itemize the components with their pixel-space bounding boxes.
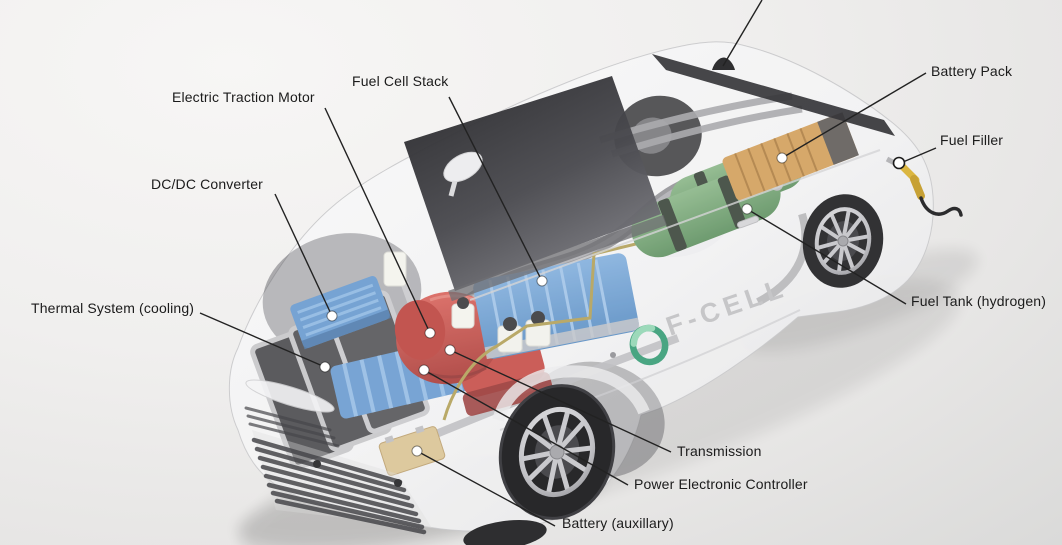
antenna-fin: [712, 57, 735, 70]
marker-transmission: [444, 344, 456, 356]
leader-dcdc-converter: [274, 193, 333, 317]
leader-fuel-cell-stack: [448, 96, 543, 282]
leader-transmission: [449, 349, 672, 453]
cowl-strip: [448, 214, 667, 302]
label-dcdc-converter: DC/DC Converter: [151, 176, 263, 192]
label-battery-pack: Battery Pack: [931, 63, 1013, 79]
marker-electric-traction-motor: [424, 327, 436, 339]
marker-battery-pack: [776, 152, 788, 164]
mirror-stem: [448, 180, 458, 197]
leader-battery-auxiliary: [416, 450, 556, 527]
fuel-hose: [919, 196, 963, 217]
beltline-crease: [469, 149, 881, 301]
leader-fuel-tank: [746, 208, 907, 305]
leader-fuel-filler: [902, 147, 937, 163]
rear-wheel: [802, 194, 884, 288]
leader-battery-pack: [781, 72, 927, 159]
front-fender-lip: [492, 365, 650, 423]
bumper-sensor-dot-2: [394, 479, 402, 487]
label-transmission: Transmission: [677, 443, 762, 459]
marker-power-electronic-controller: [418, 364, 430, 376]
label-fuel-filler: Fuel Filler: [940, 132, 1004, 148]
upper-grille: [244, 406, 340, 448]
marker-thermal-system: [319, 361, 331, 373]
roof-glass-band: [652, 54, 895, 136]
label-fuel-cell-stack: Fuel Cell Stack: [352, 73, 449, 89]
marker-dcdc-converter: [326, 310, 338, 322]
label-fuel-tank: Fuel Tank (hydrogen): [911, 293, 1047, 309]
door-handle: [736, 215, 760, 229]
label-thermal-system: Thermal System (cooling): [31, 300, 195, 316]
label-power-electronic-controller: Power Electronic Controller: [634, 476, 808, 492]
marker-fuel-cell-stack: [536, 275, 548, 287]
leader-thermal-system: [199, 312, 326, 368]
windshield: [404, 76, 661, 291]
leader-antenna: [722, 0, 763, 67]
bumper-sensor-dot-1: [313, 460, 321, 468]
label-electric-traction-motor: Electric Traction Motor: [172, 89, 315, 105]
headlight: [245, 379, 335, 413]
front-grille: [251, 430, 432, 535]
marker-fuel-tank: [741, 203, 753, 215]
fog-scoop: [463, 519, 547, 545]
marker-dots: [319, 152, 906, 457]
marker-fuel-filler: [892, 156, 906, 170]
side-mirror: [443, 151, 483, 183]
label-battery-auxiliary: Battery (auxillary): [562, 515, 674, 531]
leader-electric-traction-motor: [324, 107, 431, 334]
leader-lines: [199, 0, 937, 527]
leader-power-electronic-controller: [423, 369, 629, 486]
marker-battery-auxiliary: [411, 445, 423, 457]
door-lock-dot: [610, 352, 616, 358]
